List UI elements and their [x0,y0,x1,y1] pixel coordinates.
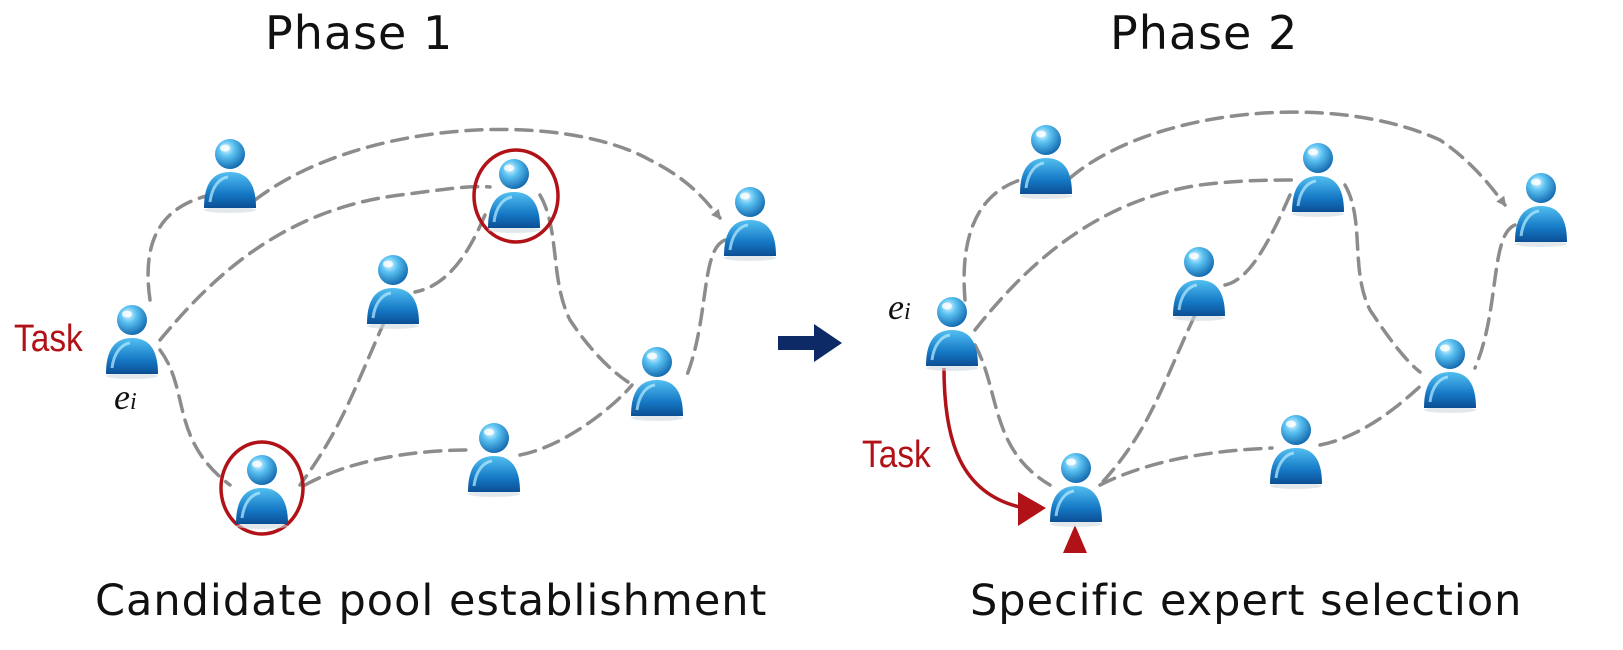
person-icon [486,157,542,235]
person-icon [629,345,685,423]
phase1-people [104,137,778,531]
person-icon [365,253,421,331]
person-icon [466,421,522,499]
task-assignment-arrow [942,367,1046,526]
phase2-people [924,123,1569,529]
edge [158,184,492,342]
edge [538,193,630,384]
edge [962,178,1022,302]
phase1-caption: Candidate pool establishment [95,576,768,626]
edge [303,448,472,487]
edge [1068,110,1507,207]
person-icon [1018,123,1074,201]
selected-expert-marker [1063,525,1087,553]
person-icon [924,295,980,373]
edge [1473,223,1517,370]
person-icon [1290,141,1346,219]
person-icon [1422,337,1478,415]
edge [1343,183,1422,374]
task-label: Task [862,434,931,476]
person-icon [1268,413,1324,491]
expert-label: ei [114,377,137,417]
task-label: Task [14,318,83,360]
phase1-title: Phase 1 [265,6,454,60]
edge [1098,313,1197,487]
phase2-title: Phase 2 [1110,6,1299,60]
edge [973,178,1297,332]
person-icon [1513,171,1569,249]
phase2-caption: Specific expert selection [970,576,1523,626]
expert-label: ei [888,287,911,327]
edge [158,348,232,487]
person-icon [722,185,778,263]
edge [973,343,1052,487]
candidate-highlight-circle [219,440,305,536]
edge [1223,193,1292,287]
edge [683,238,727,382]
phase2-edges [962,110,1517,487]
right-arrow-icon [778,324,842,362]
person-icon [1171,245,1227,323]
candidate-highlight-circle [472,148,560,244]
edge [253,127,722,220]
edge [298,318,387,487]
person-icon [202,137,258,215]
edge [1318,380,1427,447]
person-icon [234,453,290,531]
phase1-edges [146,127,727,487]
edge [1098,446,1274,487]
person-icon [104,303,160,381]
edge [413,213,487,294]
edge [146,193,212,302]
person-icon [1048,451,1104,529]
edge [518,383,634,457]
